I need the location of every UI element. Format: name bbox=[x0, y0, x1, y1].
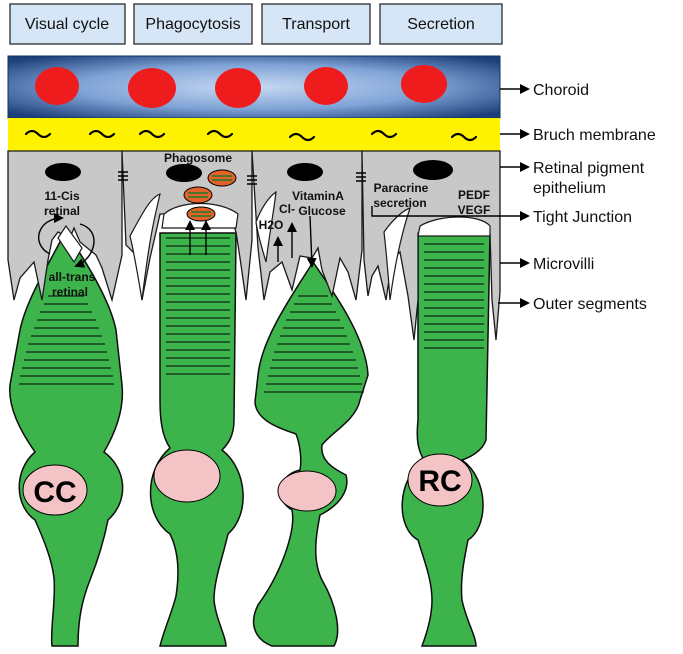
phagocytosis-rod-cell bbox=[149, 232, 244, 647]
header-phagocytosis: Phagocytosis bbox=[133, 3, 253, 45]
rpe-nucleus bbox=[287, 163, 323, 181]
label-cl: Cl- bbox=[279, 202, 295, 216]
cone-outer-segment-discs bbox=[19, 295, 114, 385]
tight-junction-icon bbox=[118, 171, 366, 185]
label-h2o: H2O bbox=[259, 218, 284, 232]
rod-cell bbox=[401, 232, 491, 647]
rod-cell-label: RC bbox=[418, 465, 461, 498]
side-pointers bbox=[371, 84, 530, 308]
label-pedf: PEDF bbox=[458, 188, 490, 202]
label-all-trans-retinal: retinal bbox=[52, 285, 88, 299]
label-paracrine-secretion: secretion bbox=[373, 196, 426, 210]
label-glucose: Glucose bbox=[298, 204, 346, 218]
rpe-nucleus bbox=[45, 163, 81, 181]
bruch-membrane-layer bbox=[8, 118, 500, 151]
rpe-cell-transport bbox=[251, 150, 363, 301]
transport-outer-segment-discs bbox=[264, 295, 364, 393]
header-visual-cycle-label: Visual cycle bbox=[25, 16, 109, 33]
header-phagocytosis-label: Phagocytosis bbox=[145, 16, 240, 33]
microvillus-pocket bbox=[57, 224, 83, 264]
phagocytosis-arrows bbox=[185, 220, 211, 255]
label-vitamin-a: VitaminA bbox=[292, 189, 344, 203]
microvillus-pocket bbox=[255, 190, 277, 263]
header-visual-cycle: Visual cycle bbox=[9, 3, 126, 45]
rpe-cell-secretion bbox=[361, 150, 501, 341]
transport-arrows bbox=[273, 215, 317, 268]
header-secretion-label: Secretion bbox=[407, 16, 475, 33]
label-11-cis-retinal: retinal bbox=[44, 204, 80, 218]
cone-nucleus bbox=[22, 464, 88, 516]
header-transport-label: Transport bbox=[282, 16, 350, 33]
label-epithelium: epithelium bbox=[533, 180, 606, 197]
blood-cell bbox=[215, 68, 261, 108]
visual-cycle-arrows bbox=[38, 213, 95, 268]
rpe-nucleus bbox=[166, 164, 202, 182]
header-transport: Transport bbox=[261, 3, 371, 45]
transport-rod-nucleus bbox=[277, 470, 337, 512]
label-outer-segments: Outer segments bbox=[533, 296, 647, 313]
phagocytosis-rod-nucleus bbox=[153, 449, 221, 503]
blood-cell bbox=[128, 68, 176, 108]
microvillus-pocket bbox=[417, 216, 491, 237]
rod-nucleus bbox=[407, 453, 473, 507]
label-vegf: VEGF bbox=[458, 203, 491, 217]
cone-cell-label: CC bbox=[33, 476, 76, 509]
header-secretion: Secretion bbox=[379, 3, 503, 45]
label-choroid: Choroid bbox=[533, 82, 589, 99]
choroid-layer bbox=[7, 55, 501, 119]
phagosome-icon bbox=[183, 169, 237, 222]
label-retinal-pigment: Retinal pigment bbox=[533, 160, 645, 177]
rpe-nucleus bbox=[413, 160, 453, 180]
blood-cell bbox=[401, 65, 447, 103]
microvillus-pocket bbox=[129, 193, 161, 301]
label-paracrine: Paracrine bbox=[374, 181, 429, 195]
cone-cell bbox=[9, 237, 124, 647]
rod-outer-segment-discs bbox=[424, 243, 484, 349]
label-phagosome: Phagosome bbox=[164, 151, 232, 165]
microvillus-pocket bbox=[383, 207, 411, 301]
label-all-trans: all-trans bbox=[49, 270, 96, 284]
label-tight-junction: Tight Junction bbox=[533, 209, 632, 226]
label-microvilli: Microvilli bbox=[533, 256, 594, 273]
blood-cell bbox=[35, 67, 79, 105]
label-bruch-membrane: Bruch membrane bbox=[533, 127, 656, 144]
phagocytosis-outer-segment-discs bbox=[166, 237, 230, 375]
transport-rod-cell bbox=[252, 260, 369, 647]
blood-cell bbox=[304, 67, 348, 105]
label-11-cis: 11-Cis bbox=[44, 189, 80, 203]
